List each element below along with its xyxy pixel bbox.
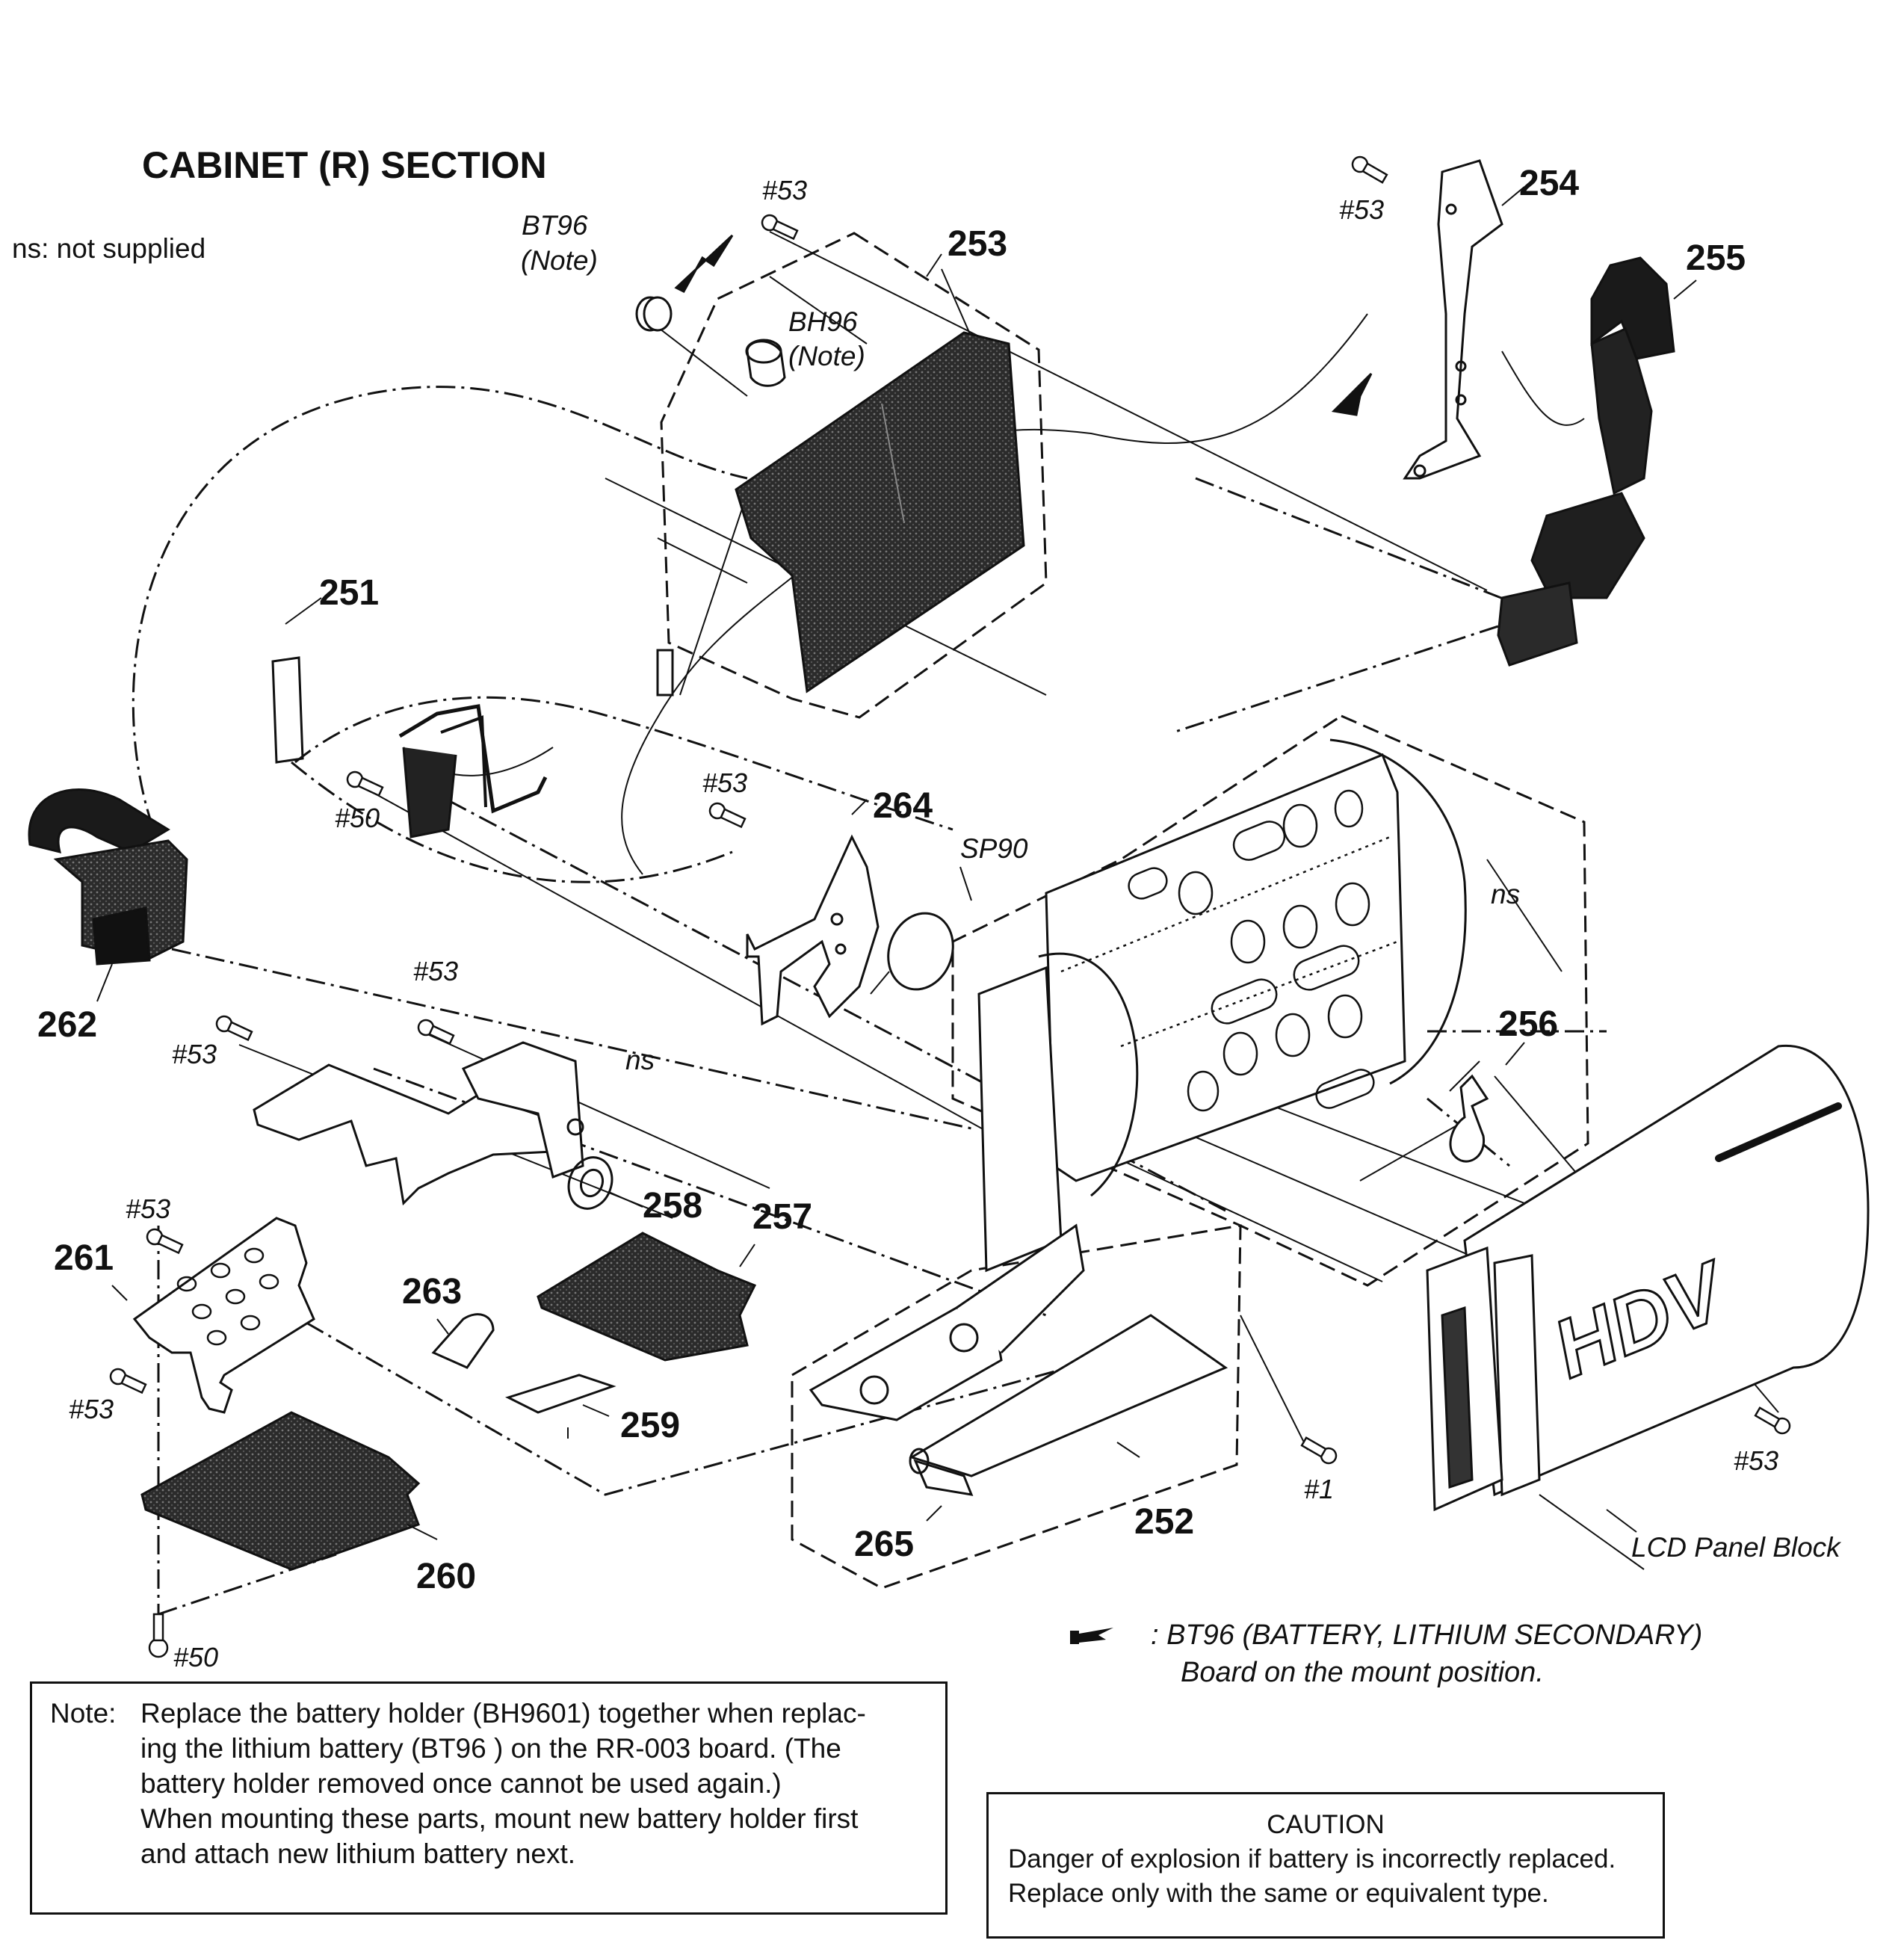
- label-ns-middle: ns: [625, 1045, 655, 1075]
- label-251: 251: [319, 573, 380, 613]
- label-257: 257: [752, 1197, 813, 1237]
- part-253-board: [656, 331, 1025, 697]
- part-255-flex: [1497, 256, 1675, 667]
- label-bh96: BH96: [788, 306, 858, 337]
- lower-front-panel: [809, 1223, 1085, 1421]
- part-260-board: [140, 1411, 421, 1571]
- part-256-clip: [1449, 1074, 1489, 1163]
- part-261-plate: [132, 1217, 315, 1414]
- label-252: 252: [1134, 1502, 1195, 1542]
- label-ns-right: ns: [1491, 879, 1521, 909]
- part-259-sheet: [505, 1374, 616, 1414]
- label-264: 264: [873, 786, 933, 826]
- part-254-bracket: [1403, 159, 1503, 480]
- part-251-sheet: [271, 656, 304, 764]
- sp90-speaker: [887, 912, 954, 991]
- lcd-panel-block: [1426, 1044, 1870, 1512]
- dashed-box-253: [660, 232, 1048, 719]
- note-line-3: battery holder removed once cannot be us…: [140, 1768, 782, 1799]
- caution-title: CAUTION: [1267, 1810, 1385, 1839]
- label-260: 260: [416, 1557, 477, 1596]
- note-body: Replace the battery holder (BH9601) toge…: [140, 1696, 933, 1871]
- screw-53-upper-right: #53: [1339, 194, 1385, 225]
- note-line-2: ing the lithium battery (BT96 ) on the R…: [140, 1733, 841, 1764]
- battery-marker-icon: [1070, 1627, 1113, 1644]
- part-263-tube: [431, 1313, 495, 1369]
- battery-marker-right: [1331, 372, 1373, 416]
- caution-box: CAUTION Danger of explosion if battery i…: [986, 1792, 1665, 1939]
- label-253: 253: [948, 224, 1008, 264]
- note-prefix: Note:: [50, 1698, 117, 1729]
- screw-50-bottom: #50: [173, 1642, 219, 1673]
- main-chassis: [977, 738, 1467, 1273]
- label-256: 256: [1498, 1004, 1559, 1044]
- label-254: 254: [1519, 164, 1580, 203]
- part-258-ring: [567, 1156, 613, 1210]
- screw-53-center-left: #53: [413, 956, 459, 986]
- caution-line-1: Danger of explosion if battery is incorr…: [1008, 1844, 1616, 1874]
- note-line-4: When mounting these parts, mount new bat…: [140, 1803, 859, 1834]
- screw-50-upper: #50: [335, 803, 380, 833]
- section-title: CABINET (R) SECTION: [142, 144, 547, 186]
- label-265: 265: [854, 1525, 915, 1564]
- screw-53-lower-right: #53: [1734, 1445, 1779, 1476]
- label-262: 262: [37, 1005, 98, 1045]
- frame-plate-middle: [253, 1041, 613, 1210]
- screw-shapes: [109, 155, 1791, 1658]
- leader-255: [1172, 477, 1543, 734]
- screw-53-middle: #53: [702, 767, 748, 798]
- label-263: 263: [402, 1272, 463, 1312]
- screw-1: #1: [1304, 1474, 1335, 1504]
- battery-legend-line1: : BT96 (BATTERY, LITHIUM SECONDARY): [1151, 1619, 1703, 1651]
- dashed-box-252: [791, 1224, 1242, 1590]
- screw-53-top: #53: [762, 175, 808, 206]
- note-line-1: Replace the battery holder (BH9601) toge…: [140, 1698, 866, 1729]
- label-bh96-note: (Note): [788, 341, 865, 371]
- screw-53-lower-left-a: #53: [126, 1193, 171, 1224]
- bracket-upper-left: [398, 704, 548, 838]
- leader-251: [294, 696, 953, 831]
- note-box: Note: Replace the battery holder (BH9601…: [30, 1681, 948, 1915]
- label-lcd-panel-block: LCD Panel Block: [1631, 1532, 1840, 1563]
- label-259: 259: [620, 1406, 681, 1445]
- screw-53-lower-left-b: #53: [69, 1394, 114, 1424]
- label-261: 261: [54, 1238, 114, 1278]
- part-265-lid: [909, 1314, 1228, 1496]
- part-262-drawing: [28, 788, 188, 1002]
- label-bt96: BT96: [522, 210, 588, 241]
- leader-262: [132, 386, 748, 860]
- note-line-5: and attach new lithium battery next.: [140, 1838, 576, 1869]
- part-264-bracket: [746, 834, 954, 1026]
- label-258: 258: [643, 1186, 703, 1226]
- battery-legend: : BT96 (BATTERY, LITHIUM SECONDARY) Boar…: [1069, 1616, 1702, 1691]
- label-bt96-note: (Note): [521, 245, 598, 276]
- label-sp90: SP90: [960, 833, 1028, 864]
- part-257-board: [537, 1232, 757, 1362]
- screw-53-left: #53: [172, 1039, 217, 1069]
- ns-legend: ns: not supplied: [12, 233, 206, 264]
- label-255: 255: [1686, 238, 1746, 278]
- caution-line-2: Replace only with the same or equivalent…: [1008, 1879, 1549, 1908]
- battery-marker-top: [674, 234, 734, 293]
- battery-legend-line2: Board on the mount position.: [1181, 1657, 1544, 1688]
